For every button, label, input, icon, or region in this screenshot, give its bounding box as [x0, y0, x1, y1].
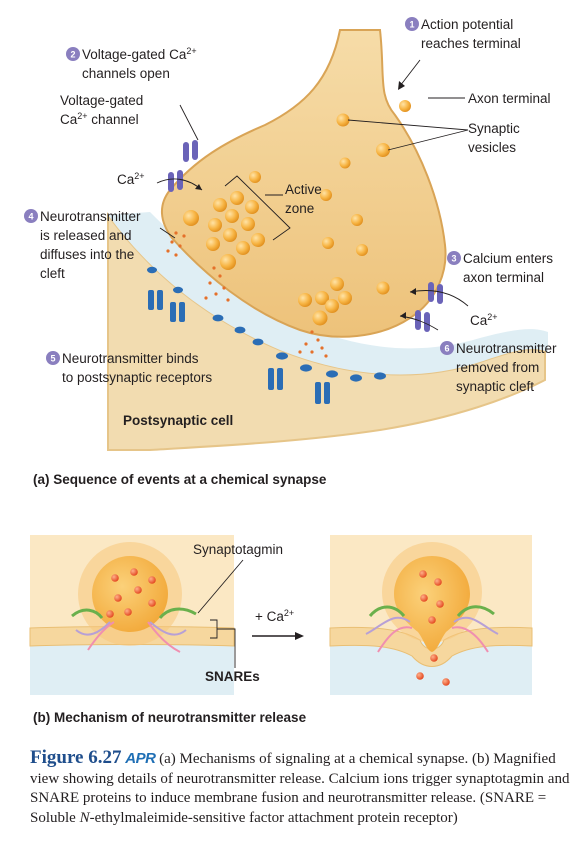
active-zone-label: Active zone — [285, 182, 322, 216]
svg-text:Action potential: Action potential — [421, 17, 513, 32]
caption-text-2: -ethylmaleimide-sensitive factor attachm… — [89, 809, 458, 826]
svg-text:1: 1 — [409, 20, 414, 30]
step-1: 1 Action potential reaches terminal — [405, 17, 521, 51]
neurotransmitter-dots-right — [416, 570, 450, 686]
caption-italic-n: N — [79, 809, 90, 826]
step-2: 2 Voltage-gated Ca2+ channels open — [66, 46, 197, 81]
voltage-gated-channel-label: Voltage-gated Ca2+ channel — [60, 93, 143, 127]
svg-text:2: 2 — [70, 50, 75, 60]
caption-text-1: (a) Mechanisms of signaling at a chemica… — [30, 751, 570, 826]
step-5: 5 Neurotransmitter binds to postsynaptic… — [46, 351, 212, 385]
svg-text:cleft: cleft — [40, 266, 65, 281]
svg-text:diffuses into the: diffuses into the — [40, 247, 134, 262]
synaptic-cleft — [108, 212, 548, 375]
synaptic-vesicles-label: Synaptic vesicles — [468, 121, 520, 155]
svg-text:channels open: channels open — [82, 66, 170, 81]
step-3: 3 Calcium enters axon terminal — [447, 251, 553, 285]
panel-b-title: (b) Mechanism of neurotransmitter releas… — [33, 710, 307, 725]
svg-text:3: 3 — [451, 254, 456, 264]
ca-left-label: Ca2+ — [117, 171, 145, 187]
action-potential-arrow — [399, 59, 421, 87]
svg-text:vesicles: vesicles — [468, 140, 516, 155]
apr-logo: APR — [125, 750, 156, 767]
figure-caption: Figure 6.27 APR (a) Mechanisms of signal… — [30, 748, 575, 828]
svg-text:Neurotransmitter: Neurotransmitter — [40, 209, 141, 224]
svg-text:removed from: removed from — [456, 360, 539, 375]
step-6: 6 Neurotransmitter removed from synaptic… — [440, 341, 557, 394]
svg-text:Calcium enters: Calcium enters — [463, 251, 553, 266]
snares-label: SNAREs — [205, 669, 260, 684]
postsynaptic-receptor-group — [147, 266, 386, 404]
figure-number: Figure 6.27 — [30, 747, 122, 768]
svg-text:zone: zone — [285, 201, 314, 216]
svg-text:5: 5 — [50, 354, 55, 364]
step-4: 4 Neurotransmitter is released and diffu… — [24, 209, 141, 281]
voltage-gated-channel-group — [168, 140, 443, 332]
svg-text:6: 6 — [444, 344, 449, 354]
svg-text:Voltage-gated: Voltage-gated — [60, 93, 143, 108]
svg-text:Voltage-gated Ca2+: Voltage-gated Ca2+ — [82, 46, 197, 62]
svg-text:axon terminal: axon terminal — [463, 270, 544, 285]
plus-ca-label: + Ca2+ — [255, 608, 294, 624]
synaptotagmin-label: Synaptotagmin — [193, 542, 283, 557]
ca-arrow-right — [409, 290, 469, 307]
panel-b-right-image — [329, 535, 533, 695]
svg-text:Neurotransmitter binds: Neurotransmitter binds — [62, 351, 199, 366]
svg-text:Neurotransmitter: Neurotransmitter — [456, 341, 557, 356]
panel-b-left-image — [29, 535, 235, 695]
svg-text:Ca2+ channel: Ca2+ channel — [60, 111, 139, 127]
neurotransmitter-dots-left — [106, 568, 156, 618]
svg-text:is released and: is released and — [40, 228, 132, 243]
svg-text:synaptic cleft: synaptic cleft — [456, 379, 534, 394]
svg-text:to postsynaptic receptors: to postsynaptic receptors — [62, 370, 212, 385]
svg-text:Synaptic: Synaptic — [468, 121, 520, 136]
panel-a-illustration — [107, 29, 548, 451]
svg-text:reaches terminal: reaches terminal — [421, 36, 521, 51]
ca-right-label: Ca2+ — [470, 312, 498, 328]
svg-text:Active: Active — [285, 182, 322, 197]
axon-terminal-label: Axon terminal — [468, 91, 551, 106]
postsynaptic-cell-label: Postsynaptic cell — [123, 413, 233, 428]
svg-text:4: 4 — [28, 212, 33, 222]
panel-a-title: (a) Sequence of events at a chemical syn… — [33, 472, 327, 487]
synaptic-vesicle-group — [183, 100, 411, 326]
neurotransmitter-dots — [166, 231, 328, 358]
